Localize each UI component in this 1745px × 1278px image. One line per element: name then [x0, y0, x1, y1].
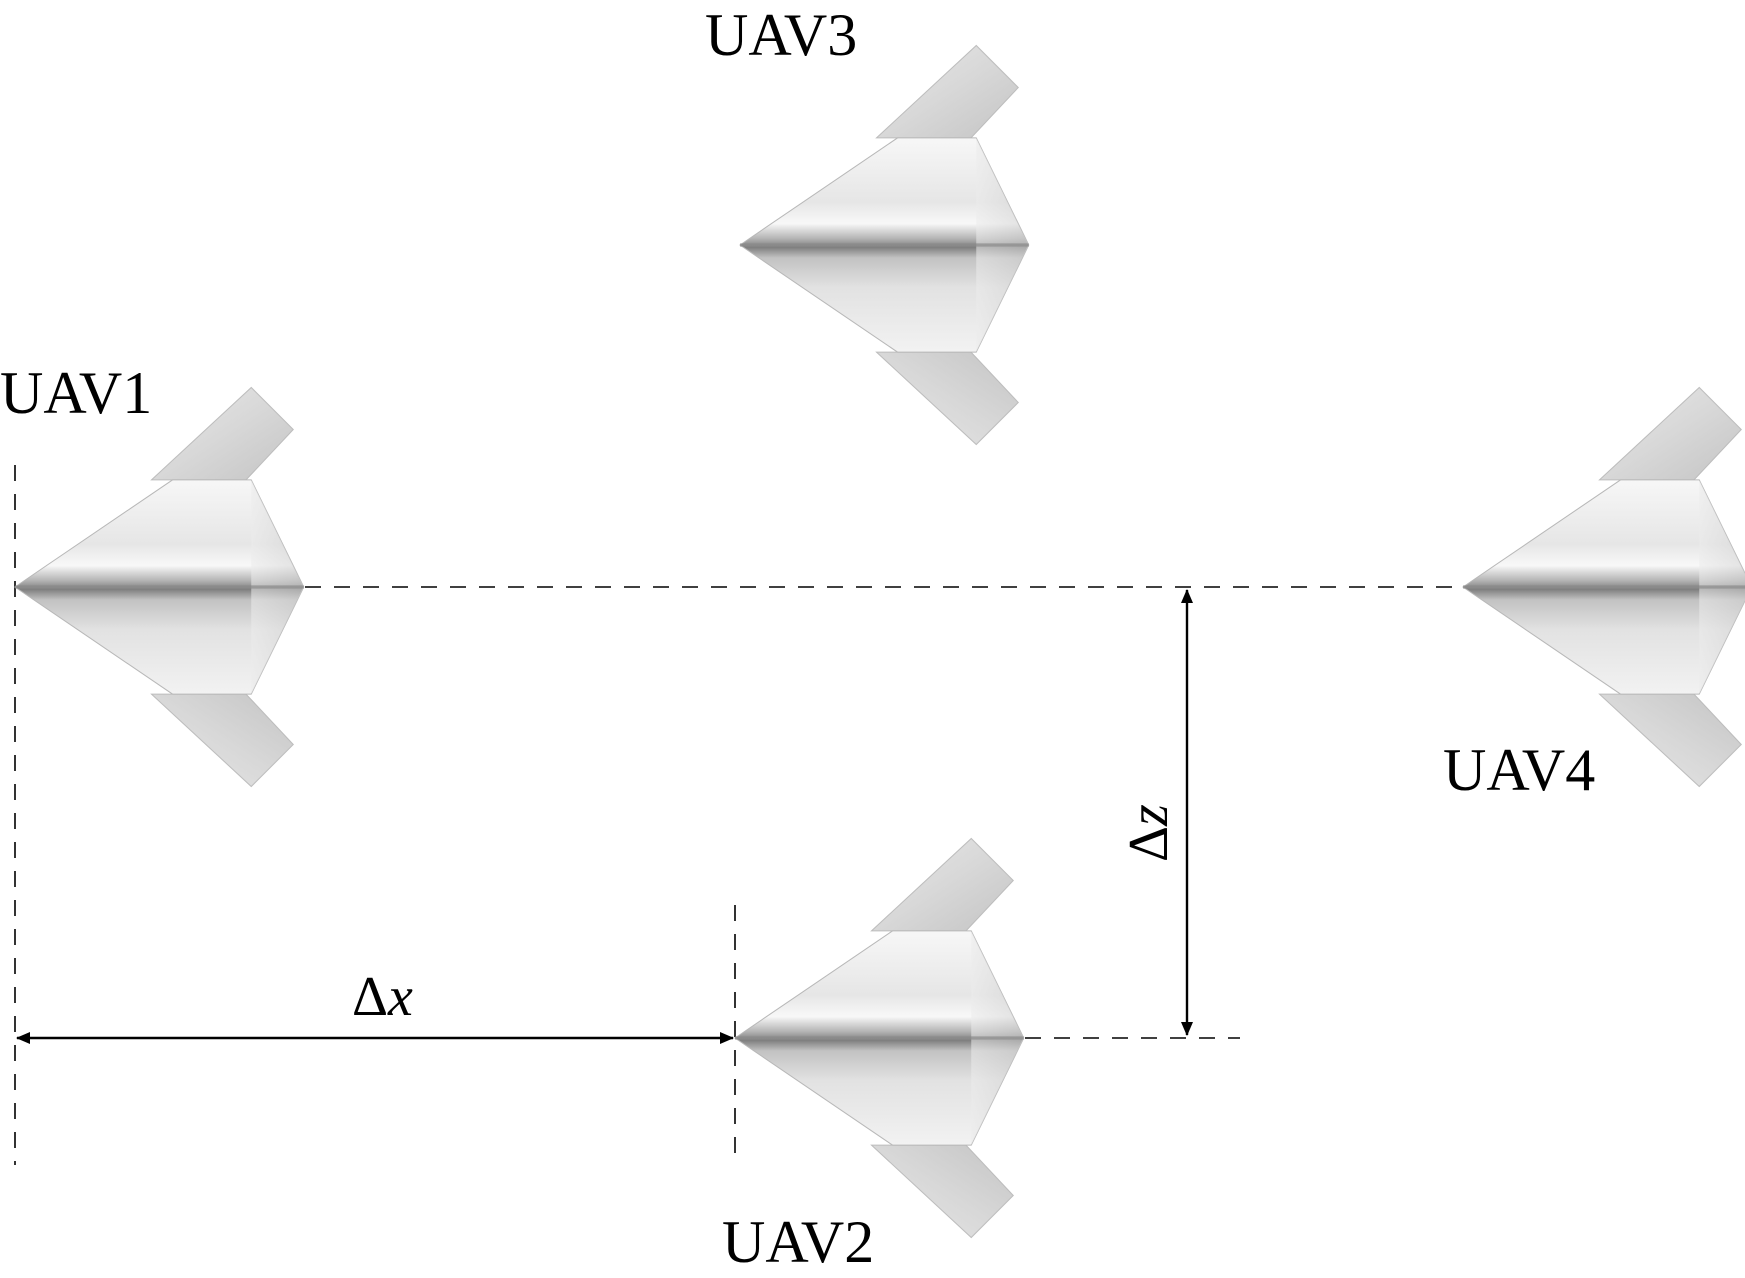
aircraft-uav3 — [738, 43, 1031, 447]
label-dx: Δx — [352, 966, 413, 1028]
label-uav4: UAV4 — [1443, 737, 1595, 803]
aircraft-uav1 — [13, 385, 306, 789]
label-uav1: UAV1 — [0, 360, 152, 426]
label-uav2: UAV2 — [722, 1209, 874, 1275]
label-uav3: UAV3 — [705, 2, 857, 68]
label-dz: Δz — [1118, 804, 1180, 862]
aircraft-uav2 — [733, 836, 1026, 1240]
aircraft-uav4 — [1461, 385, 1745, 789]
